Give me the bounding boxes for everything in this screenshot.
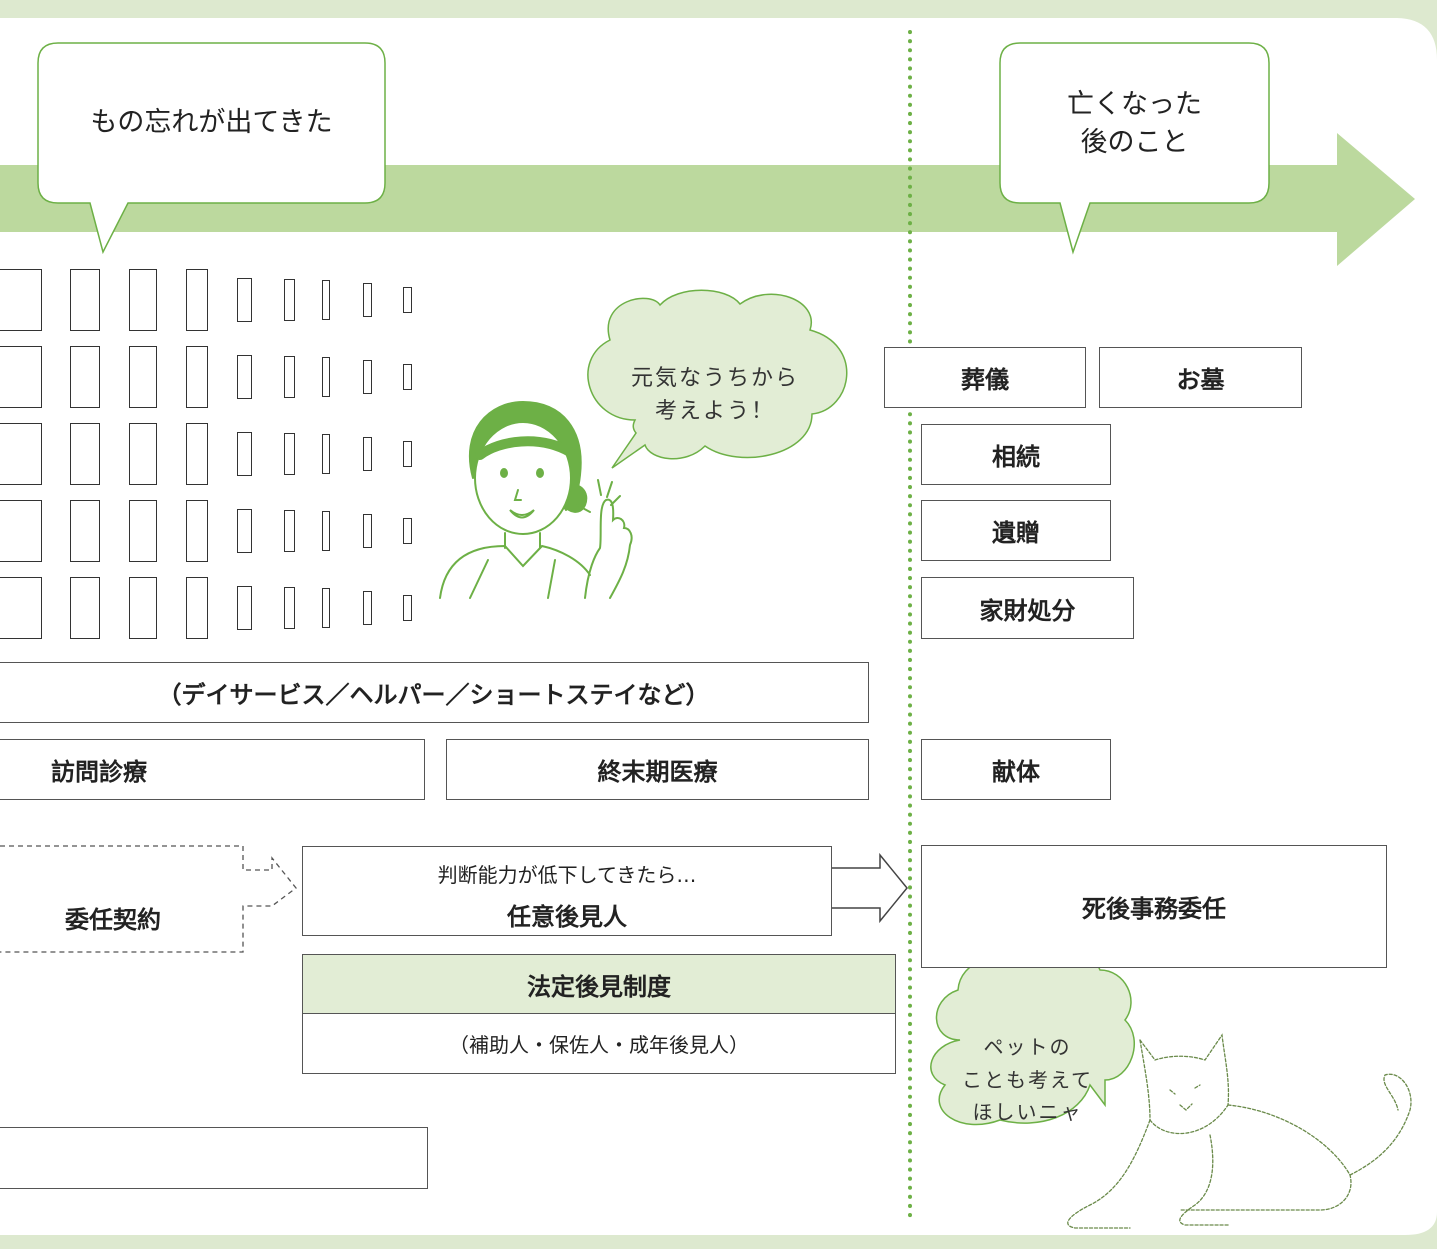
placeholder-square xyxy=(363,591,372,625)
inheritance-label: 相続 xyxy=(992,443,1040,471)
estate-disposal-box: 家財処分 xyxy=(921,577,1134,639)
outline-arrow-icon xyxy=(832,852,908,924)
placeholder-square xyxy=(363,514,372,548)
placeholder-square xyxy=(0,346,42,408)
care-services-label: （デイサービス／ヘルパー／ショートステイなど） xyxy=(157,681,710,709)
placeholder-square xyxy=(0,500,42,562)
inheritance-box: 相続 xyxy=(921,424,1111,485)
placeholder-square xyxy=(129,346,157,408)
woman-pointing-icon xyxy=(439,400,633,599)
placeholder-square xyxy=(186,577,208,639)
after-death-label-line1: 亡くなった xyxy=(1067,89,1202,120)
home-visit-label: 訪問診療 xyxy=(51,758,147,786)
cloud-text-line2: 考えよう！ xyxy=(654,399,775,424)
placeholder-square xyxy=(403,441,412,467)
placeholder-square xyxy=(322,511,330,551)
cat-cloud-line1: ペットの xyxy=(983,1035,1072,1059)
speech-bubble-icon xyxy=(999,42,1270,255)
cat-icon xyxy=(1067,1033,1412,1229)
placeholder-square xyxy=(284,433,295,475)
placeholder-square xyxy=(70,500,100,562)
placeholder-square xyxy=(129,577,157,639)
guardian-types-box: （補助人・保佐人・成年後見人） xyxy=(302,1013,896,1074)
voluntary-guardian-label: 任意後見人 xyxy=(507,903,627,931)
voluntary-guardian-box: 判断能力が低下してきたら… 任意後見人 xyxy=(302,846,832,936)
placeholder-square xyxy=(363,360,372,394)
placeholder-square xyxy=(70,269,100,331)
cat-cloud-line3: ほしいニャ xyxy=(972,1100,1083,1124)
placeholder-square xyxy=(284,356,295,398)
placeholder-square xyxy=(322,588,330,628)
bequest-box: 遺贈 xyxy=(921,500,1111,561)
bequest-label: 遺贈 xyxy=(992,519,1040,547)
grave-label: お墓 xyxy=(1176,366,1225,394)
dashed-arrow-icon xyxy=(0,845,297,953)
judgment-decline-label: 判断能力が低下してきたら… xyxy=(437,863,697,887)
placeholder-square xyxy=(129,500,157,562)
grave-box: お墓 xyxy=(1099,347,1302,408)
body-donation-box: 献体 xyxy=(921,739,1111,800)
posthumous-affairs-label: 死後事務委任 xyxy=(1082,895,1226,923)
placeholder-square xyxy=(129,269,157,331)
after-death-label-line2: 後のこと xyxy=(1080,127,1189,158)
placeholder-square xyxy=(237,432,252,476)
funeral-box: 葬儀 xyxy=(884,347,1086,408)
statutory-guardian-header: 法定後見制度 xyxy=(302,954,896,1014)
care-services-box: （デイサービス／ヘルパー／ショートステイなど） xyxy=(0,662,869,723)
terminal-care-box: 終末期医療 xyxy=(446,739,869,800)
placeholder-square xyxy=(284,510,295,552)
posthumous-affairs-box: 死後事務委任 xyxy=(921,845,1387,968)
statutory-guardian-label: 法定後見制度 xyxy=(527,972,671,1001)
placeholder-square xyxy=(186,269,208,331)
placeholder-square xyxy=(237,355,252,399)
empty-box xyxy=(0,1127,428,1189)
placeholder-square xyxy=(322,434,330,474)
placeholder-square xyxy=(129,423,157,485)
placeholder-square xyxy=(186,423,208,485)
placeholder-square xyxy=(186,500,208,562)
cat-cloud-line2: ことも考えて xyxy=(962,1068,1093,1092)
estate-disposal-label: 家財処分 xyxy=(979,596,1076,625)
placeholder-square xyxy=(0,269,42,331)
placeholder-square xyxy=(237,586,252,630)
placeholder-square xyxy=(284,587,295,629)
placeholder-square xyxy=(237,278,252,322)
forgetful-label: もの忘れが出てきた xyxy=(90,107,333,138)
delegation-contract-label: 委任契約 xyxy=(65,906,161,934)
placeholder-square xyxy=(70,577,100,639)
funeral-label: 葬儀 xyxy=(961,366,1009,394)
placeholder-square xyxy=(0,577,42,639)
speech-bubble-icon xyxy=(37,42,386,255)
placeholder-square xyxy=(186,346,208,408)
placeholder-square xyxy=(70,423,100,485)
placeholder-square xyxy=(0,423,42,485)
placeholder-square xyxy=(363,283,372,317)
guardian-types-label: （補助人・保佐人・成年後見人） xyxy=(449,1033,749,1057)
thought-cloud-icon xyxy=(930,947,1135,1126)
placeholder-square xyxy=(322,357,330,397)
placeholder-square xyxy=(70,346,100,408)
cloud-text-line1: 元気なうちから xyxy=(630,366,799,391)
thought-cloud-icon xyxy=(587,289,848,469)
placeholder-square xyxy=(237,509,252,553)
placeholder-square xyxy=(403,518,412,544)
placeholder-square xyxy=(403,364,412,390)
body-donation-label: 献体 xyxy=(992,758,1040,786)
terminal-care-label: 終末期医療 xyxy=(597,758,718,786)
placeholder-square xyxy=(403,287,412,313)
placeholder-square xyxy=(363,437,372,471)
home-visit-box: 訪問診療 xyxy=(0,739,425,800)
placeholder-square xyxy=(403,595,412,621)
placeholder-square xyxy=(284,279,295,321)
placeholder-square xyxy=(322,280,330,320)
